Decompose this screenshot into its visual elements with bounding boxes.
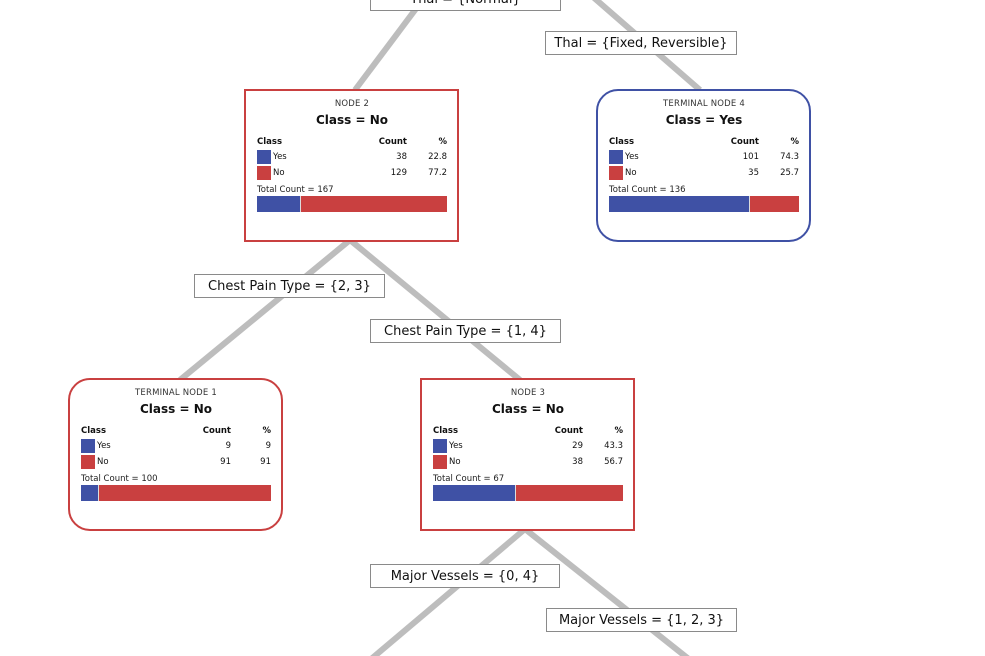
edge-node3-left: [370, 526, 527, 656]
split-label-thal-normal: Thal = {Normal}: [370, 0, 561, 11]
edge-node3-right: [523, 526, 690, 656]
header-class: Class: [609, 137, 635, 147]
bar-yes-segment: [433, 485, 515, 501]
split-label-chest-pain-23: Chest Pain Type = {2, 3}: [194, 274, 385, 298]
no-pct: 91: [260, 457, 271, 467]
node-title: TERMINAL NODE 1: [135, 388, 217, 398]
no-swatch-icon: [81, 455, 95, 469]
table-header: Class Count %: [609, 135, 799, 149]
no-count: 91: [220, 457, 231, 467]
yes-count: 38: [396, 152, 407, 162]
table-row-no: No 35 25.7: [609, 165, 799, 181]
yes-swatch-icon: [81, 439, 95, 453]
bar-yes-segment: [609, 196, 750, 212]
total-count: Total Count = 167: [257, 185, 334, 195]
class-proportion-bar: [609, 196, 799, 212]
no-swatch-icon: [609, 166, 623, 180]
no-pct: 56.7: [604, 457, 623, 467]
yes-pct: 74.3: [780, 152, 799, 162]
node-title: NODE 3: [510, 388, 546, 398]
table-row-yes: Yes 29 43.3: [433, 438, 623, 454]
header-class: Class: [81, 426, 107, 436]
yes-count: 101: [742, 152, 759, 162]
total-count: Total Count = 67: [433, 474, 505, 484]
yes-label: Yes: [625, 152, 639, 162]
header-count: Count: [378, 137, 407, 147]
yes-label: Yes: [273, 152, 287, 162]
terminal-node-4[interactable]: TERMINAL NODE 4 Class = Yes Class Count …: [596, 89, 811, 242]
no-label: No: [625, 168, 637, 178]
no-count: 129: [390, 168, 407, 178]
split-label-major-vessels-123: Major Vessels = {1, 2, 3}: [546, 608, 737, 632]
yes-swatch-icon: [433, 439, 447, 453]
bar-no-segment: [300, 196, 447, 212]
table-row-no: No 38 56.7: [433, 454, 623, 470]
edge-node2-tnode1: [178, 237, 352, 383]
class-proportion-bar: [433, 485, 623, 501]
bar-no-segment: [514, 485, 623, 501]
bar-no-segment: [98, 485, 271, 501]
header-class: Class: [433, 426, 459, 436]
table-row-yes: Yes 9 9: [81, 438, 271, 454]
table-header: Class Count %: [81, 424, 271, 438]
node-class: Class = No: [140, 402, 212, 416]
edge-node2-node3: [348, 237, 522, 383]
total-count: Total Count = 136: [609, 185, 686, 195]
split-label-thal-fixed: Thal = {Fixed, Reversible}: [545, 31, 737, 55]
header-pct: %: [790, 137, 799, 147]
header-class: Class: [257, 137, 283, 147]
node-class: Class = Yes: [665, 113, 743, 127]
header-count: Count: [202, 426, 231, 436]
table-row-no: No 91 91: [81, 454, 271, 470]
yes-count: 9: [225, 441, 231, 451]
no-label: No: [273, 168, 285, 178]
yes-pct: 22.8: [428, 152, 447, 162]
table-header: Class Count %: [257, 135, 447, 149]
table-row-yes: Yes 101 74.3: [609, 149, 799, 165]
no-pct: 77.2: [428, 168, 447, 178]
table-row-no: No 129 77.2: [257, 165, 447, 181]
no-swatch-icon: [433, 455, 447, 469]
class-proportion-bar: [81, 485, 271, 501]
yes-swatch-icon: [609, 150, 623, 164]
split-label-chest-pain-14: Chest Pain Type = {1, 4}: [370, 319, 561, 343]
class-proportion-bar: [257, 196, 447, 212]
node-2[interactable]: NODE 2 Class = No Class Count % Yes 38 2…: [244, 89, 459, 242]
node-class: Class = No: [316, 113, 388, 127]
node-class: Class = No: [492, 402, 564, 416]
yes-label: Yes: [97, 441, 111, 451]
bar-yes-segment: [257, 196, 301, 212]
header-pct: %: [438, 137, 447, 147]
no-count: 38: [572, 457, 583, 467]
bar-yes-segment: [81, 485, 98, 501]
yes-count: 29: [572, 441, 583, 451]
no-pct: 25.7: [780, 168, 799, 178]
terminal-node-1[interactable]: TERMINAL NODE 1 Class = No Class Count %…: [68, 378, 283, 531]
table-header: Class Count %: [433, 424, 623, 438]
header-count: Count: [730, 137, 759, 147]
no-count: 35: [748, 168, 759, 178]
no-label: No: [449, 457, 461, 467]
header-count: Count: [554, 426, 583, 436]
header-pct: %: [262, 426, 271, 436]
node-title: NODE 2: [334, 99, 370, 109]
total-count: Total Count = 100: [81, 474, 158, 484]
node-3[interactable]: NODE 3 Class = No Class Count % Yes 29 4…: [420, 378, 635, 531]
yes-pct: 9: [265, 441, 271, 451]
node-title: TERMINAL NODE 4: [663, 99, 745, 109]
no-label: No: [97, 457, 109, 467]
yes-swatch-icon: [257, 150, 271, 164]
yes-label: Yes: [449, 441, 463, 451]
bar-no-segment: [749, 196, 799, 212]
edge-root-node2: [352, 0, 427, 92]
no-swatch-icon: [257, 166, 271, 180]
split-label-major-vessels-04: Major Vessels = {0, 4}: [370, 564, 560, 588]
table-row-yes: Yes 38 22.8: [257, 149, 447, 165]
yes-pct: 43.3: [604, 441, 623, 451]
header-pct: %: [614, 426, 623, 436]
